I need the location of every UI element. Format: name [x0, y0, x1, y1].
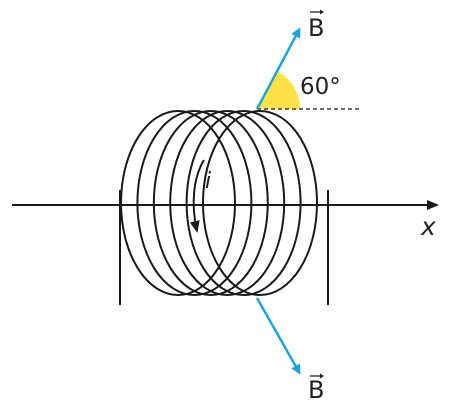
- coil-turn: [202, 110, 318, 296]
- angle-label: 60°: [300, 74, 341, 100]
- coil-turn: [120, 110, 236, 296]
- angle-sector: [257, 71, 300, 109]
- current-label: i: [205, 169, 211, 194]
- vector-hat-bottom: [310, 373, 324, 379]
- b-label-bottom: B: [308, 376, 324, 401]
- vector-hat-top: [310, 9, 324, 15]
- b-label-top: B: [308, 14, 324, 42]
- coil-turn: [152, 110, 269, 296]
- field-vector-top: [255, 27, 301, 110]
- solenoid-coil: [120, 110, 318, 296]
- current-arrow: [189, 159, 205, 233]
- field-vector-bottom: [255, 297, 301, 375]
- axis-label: x: [420, 212, 436, 241]
- coil-turn: [185, 110, 302, 296]
- coil-turn: [136, 110, 253, 296]
- coil-turn: [169, 110, 286, 296]
